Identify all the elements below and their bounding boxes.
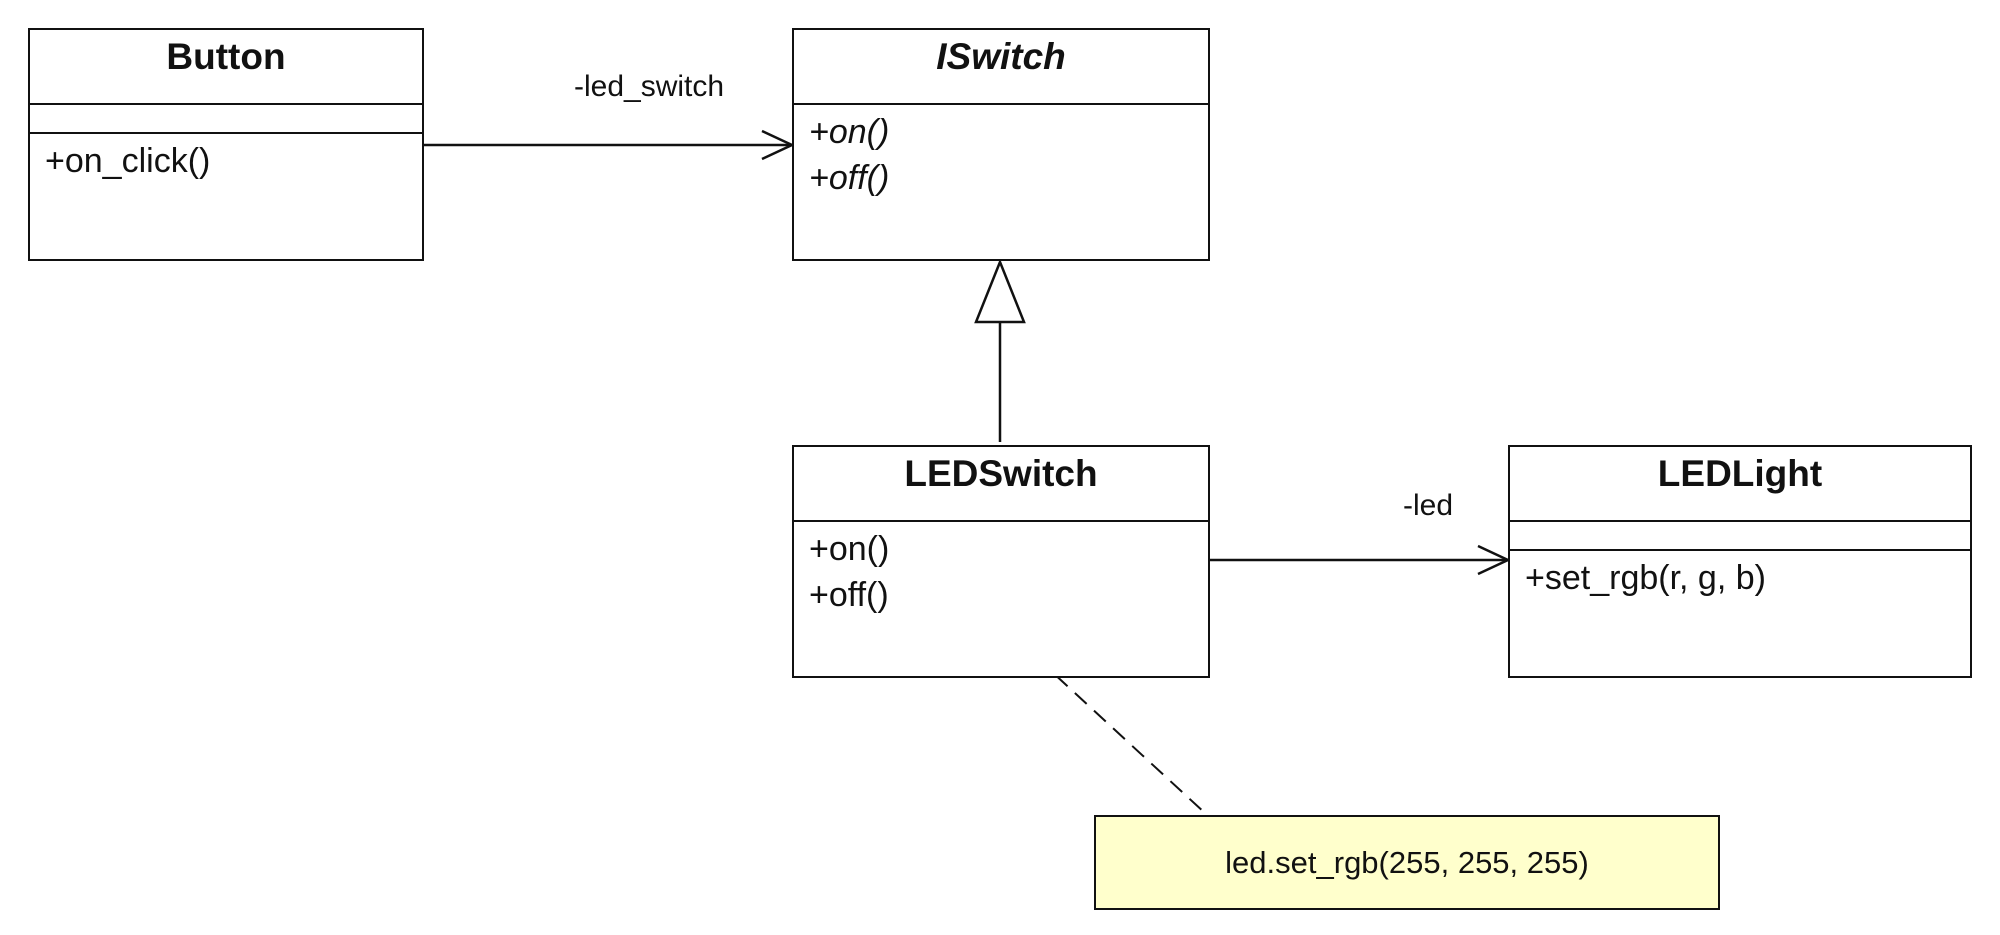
class-iswitch[interactable]: ISwitch +on() +off() [792, 28, 1210, 261]
class-iswitch-name: ISwitch [794, 30, 1208, 105]
class-iswitch-operations: +on() +off() [794, 105, 1208, 259]
class-ledlight[interactable]: LEDLight +set_rgb(r, g, b) [1508, 445, 1972, 678]
role-label-led-switch: -led_switch [574, 70, 725, 103]
generalization-triangle [974, 258, 1026, 324]
class-button-name: Button [30, 30, 422, 105]
class-ledlight-attributes [1510, 522, 1970, 551]
class-ledswitch-operations: +on() +off() [794, 522, 1208, 676]
note-box[interactable]: led.set_rgb(255, 255, 255) [1094, 815, 1720, 910]
operation-off: +off() [809, 576, 889, 614]
class-ledswitch[interactable]: LEDSwitch +on() +off() [792, 445, 1210, 678]
operation-on-click: +on_click() [45, 142, 211, 180]
role-label-led: -led [1403, 489, 1454, 522]
operation-set-rgb: +set_rgb(r, g, b) [1525, 559, 1766, 597]
operation-off: +off() [809, 159, 890, 197]
class-button-operations: +on_click() [30, 134, 422, 259]
operation-on: +on() [809, 530, 890, 568]
class-ledswitch-name: LEDSwitch [794, 447, 1208, 522]
class-ledlight-operations: +set_rgb(r, g, b) [1510, 551, 1970, 676]
class-button-attributes [30, 105, 422, 134]
class-button[interactable]: Button +on_click() [28, 28, 424, 261]
operation-on: +on() [809, 113, 890, 151]
class-ledlight-name: LEDLight [1510, 447, 1970, 522]
note-text: led.set_rgb(255, 255, 255) [1225, 844, 1589, 880]
